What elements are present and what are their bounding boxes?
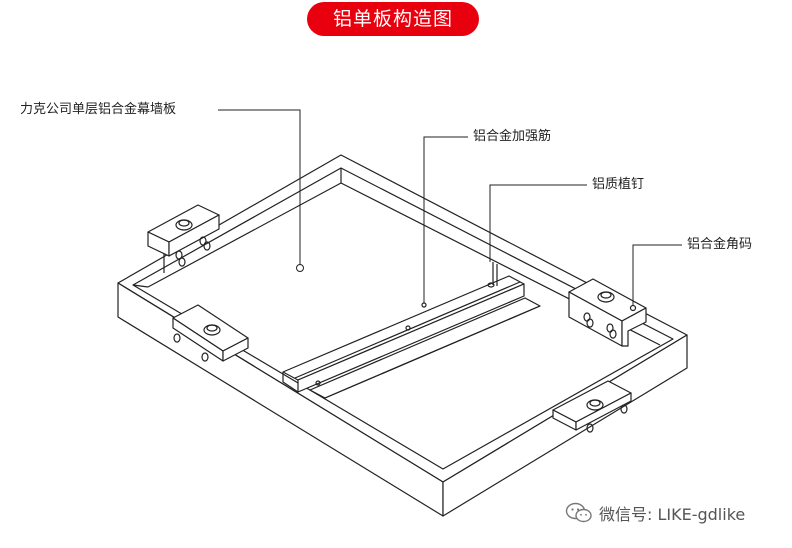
corner-bracket-left-edge xyxy=(172,304,249,362)
aluminum-studs xyxy=(487,262,498,288)
watermark-text: 微信号: LIKE-gdlike xyxy=(599,505,746,524)
label-corner-bracket: 铝合金角码 xyxy=(687,237,753,252)
label-stiffener: 铝合金加强筋 xyxy=(473,129,552,144)
diagram-title: 铝单板构造图 xyxy=(307,2,479,36)
leader-panel xyxy=(218,109,301,265)
panel-inner-edge xyxy=(132,167,674,470)
wechat-icon xyxy=(565,502,592,523)
leader-stud xyxy=(489,184,587,262)
corner-bracket-right xyxy=(568,278,647,347)
corner-bracket-bottom-right xyxy=(552,380,632,433)
leader-lines xyxy=(218,109,682,306)
stiffener-rib xyxy=(282,275,541,399)
label-panel: 力克公司单层铝合金幕墙板 xyxy=(20,102,177,117)
leader-stiffener xyxy=(423,136,468,303)
watermark: 微信号: LIKE-gdlike xyxy=(565,500,745,526)
leader-corner-bracket xyxy=(632,244,682,306)
label-stud: 铝质植钉 xyxy=(592,177,645,192)
corner-bracket-top-left xyxy=(147,204,220,273)
